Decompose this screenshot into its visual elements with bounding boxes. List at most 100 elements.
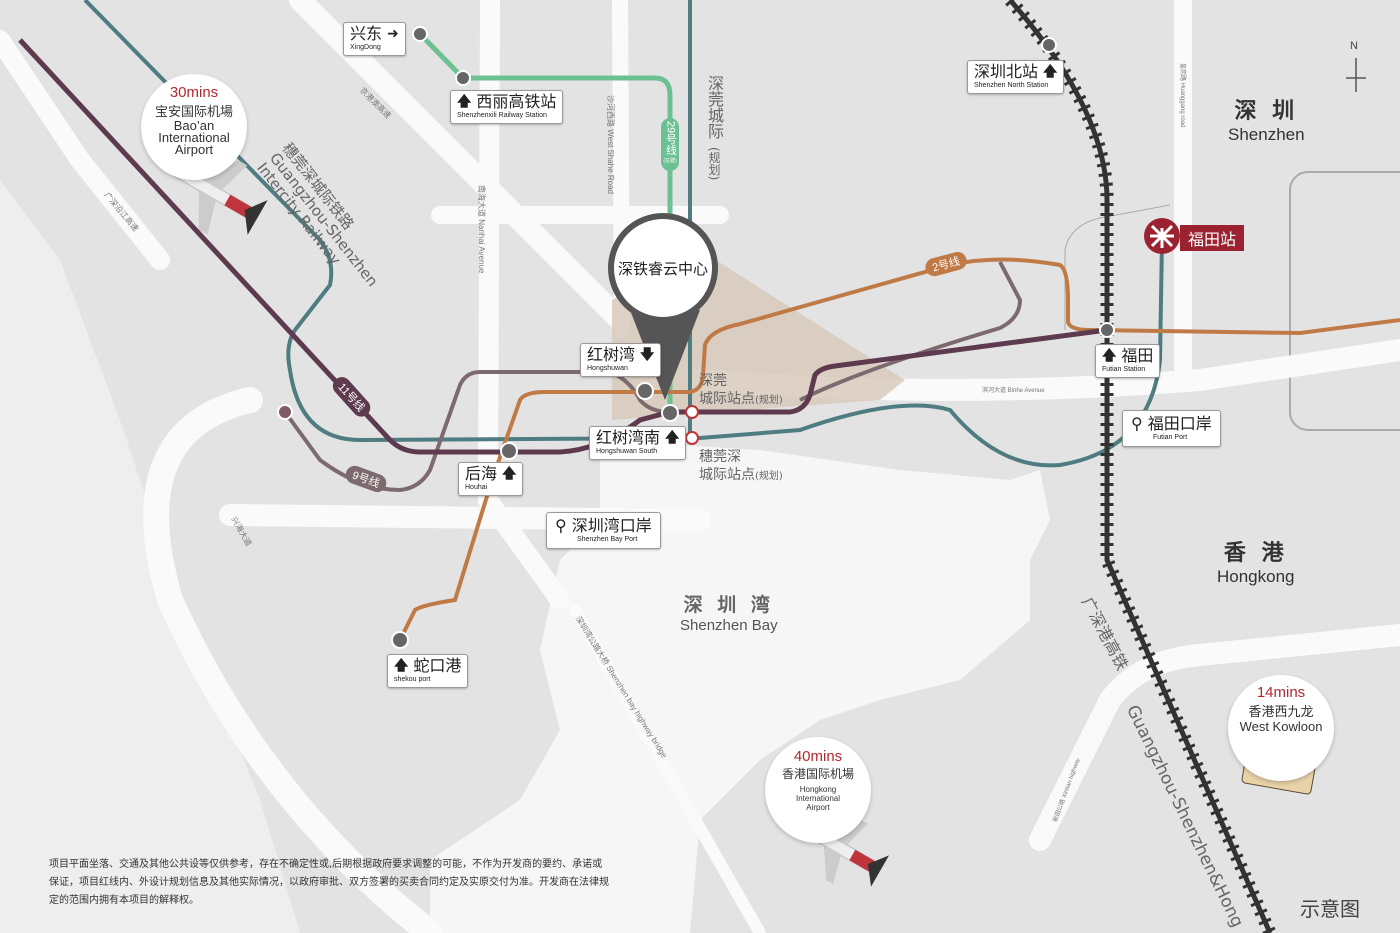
arrow-up-icon: 🡅 xyxy=(1102,348,1117,364)
project-name: 深铁睿云中心 xyxy=(617,260,708,278)
schematic-label: 示意图 xyxy=(1300,897,1360,921)
dest-en2: International xyxy=(158,130,230,145)
station-dots xyxy=(277,26,1115,649)
location-pin-icon: ⚲ xyxy=(1131,414,1143,433)
dest-en1: Bao’an xyxy=(173,118,215,133)
shenzhen-bay-water xyxy=(430,440,1050,933)
station-cn: 红树湾南 xyxy=(596,428,661,447)
dest-en3: Airport xyxy=(174,142,214,157)
planned-line2: 城际站点 xyxy=(699,391,755,407)
dest-en3: Airport xyxy=(806,803,830,812)
destination-west-kowloon: 14mins 香港西九龙 West Kowloon xyxy=(1228,675,1334,781)
line-2 xyxy=(398,257,1400,641)
road-nanhai: 南海大道 Nanhai Avenue xyxy=(477,185,486,274)
planned-note: (规划) xyxy=(755,471,783,482)
station-en: shekou port xyxy=(394,676,431,683)
hk-boundary xyxy=(1289,171,1400,431)
planned-station-icons xyxy=(685,405,699,445)
line-11 xyxy=(18,38,1108,455)
area-bay-en: Shenzhen Bay xyxy=(680,617,778,634)
arrow-up-icon: 🡅 xyxy=(394,658,409,674)
station-cn: 红树湾 xyxy=(587,345,636,364)
station-en: Houhai xyxy=(465,484,488,491)
futian-hub-outline xyxy=(1064,204,1171,330)
intercity-line-left xyxy=(83,0,691,443)
compass-label: N xyxy=(1350,40,1358,52)
planned-note: (规划) xyxy=(755,395,783,406)
location-pin xyxy=(608,213,718,323)
arrow-up-icon: 🡅 xyxy=(457,94,472,110)
station-hongshuwan[interactable]: 红树湾🡇 Hongshuwan xyxy=(580,343,662,377)
station-xili[interactable]: 🡅西丽高铁站 Shenzhenxili Railway Station xyxy=(450,90,564,124)
station-cn: 西丽高铁站 xyxy=(476,92,557,111)
station-futian-port[interactable]: ⚲福田口岸 Futian Port xyxy=(1122,410,1221,447)
hsr-railway-ties xyxy=(1005,0,1276,933)
station-futian[interactable]: 🡅福田 Futian Station xyxy=(1095,344,1161,378)
location-pin-icon: ⚲ xyxy=(555,516,567,535)
area-hongkong: 香 港 Hongkong xyxy=(1217,535,1295,587)
disclaimer: 项目平面坐落、交通及其他公共设等仅供参考，存在不确定性或,后期根据政府要求调整的… xyxy=(49,859,609,906)
station-cn: 蛇口港 xyxy=(413,656,462,675)
station-cn: 福田口岸 xyxy=(1147,414,1212,433)
station-en: Shenzhenxili Railway Station xyxy=(457,112,547,119)
area-bay: 深 圳 湾 Shenzhen Bay xyxy=(680,590,778,634)
dest-cn: 香港国际机場 xyxy=(781,767,854,781)
station-xingdong[interactable]: 兴东➜ XingDong xyxy=(343,22,406,56)
travel-time: 40mins xyxy=(793,748,843,765)
line-29-note: (在建) xyxy=(663,158,677,165)
planned-line1: 穗莞深 xyxy=(699,449,741,465)
road-binhe: 滨河大道 Binhe Avenue xyxy=(982,388,1045,394)
intercity-label-text: 深莞城际 xyxy=(705,75,724,139)
station-en: Futian Port xyxy=(1153,434,1188,441)
area-bay-cn: 深 圳 湾 xyxy=(683,594,774,616)
arrow-up-icon: 🡅 xyxy=(1043,64,1058,80)
station-hongshuwan-south[interactable]: 红树湾南🡅 Hongshuwan South xyxy=(589,426,687,460)
station-en: Hongshuwan xyxy=(587,365,628,372)
area-shenzhen: 深 圳 Shenzhen xyxy=(1228,93,1305,145)
station-cn: 后海 xyxy=(465,464,498,483)
dest-en1: Hongkong xyxy=(799,785,837,794)
arrow-up-icon: 🡅 xyxy=(502,466,517,482)
travel-time: 14mins xyxy=(1256,684,1306,701)
station-futian-mtr[interactable]: 福田站 xyxy=(1180,225,1245,251)
road-shahe: 沙河西路 West Shahe Road xyxy=(606,95,615,195)
intercity-label: 深莞城际 (规划) xyxy=(702,75,726,180)
dest-cn: 宝安国际机場 xyxy=(154,105,233,120)
planned-station-gs: 穗莞深 城际站点(规划) xyxy=(699,448,783,486)
planned-line2: 城际站点 xyxy=(699,467,755,483)
station-houhai[interactable]: 后海🡅 Houhai xyxy=(458,462,524,496)
travel-time: 30mins xyxy=(169,84,219,101)
arrow-down-icon: 🡇 xyxy=(640,347,655,363)
area-hongkong-cn: 香 港 xyxy=(1223,541,1288,566)
road-huanggang: 皇岗路 Huanggang road xyxy=(1179,63,1185,128)
station-shekou[interactable]: 🡅蛇口港 shekou port xyxy=(387,654,469,688)
station-shenzhen-bay-port[interactable]: ⚲深圳湾口岸 Shenzhen Bay Port xyxy=(546,512,661,549)
station-en: Shenzhen North Station xyxy=(974,82,1049,89)
planned-line1: 深莞 xyxy=(699,373,727,389)
dest-cn: 香港西九龙 xyxy=(1248,705,1314,720)
station-cn: 深圳湾口岸 xyxy=(571,516,652,535)
area-shenzhen-en: Shenzhen xyxy=(1228,125,1305,144)
planned-station-sg: 深莞 城际站点(规划) xyxy=(699,372,783,410)
line-29-label: 29号线 xyxy=(664,121,677,156)
location-pin-tail xyxy=(630,310,700,400)
station-cn: 深圳北站 xyxy=(974,62,1039,81)
area-hongkong-en: Hongkong xyxy=(1217,567,1295,586)
station-cn: 福田 xyxy=(1121,346,1154,365)
dest-en: West Kowloon xyxy=(1239,719,1323,734)
dest-en2: International xyxy=(795,794,841,803)
station-shenzhen-north[interactable]: 深圳北站🡅 Shenzhen North Station xyxy=(967,60,1065,94)
station-cn: 兴东 xyxy=(350,24,383,43)
arrow-right-icon: ➜ xyxy=(387,26,399,42)
line-29 xyxy=(418,32,673,412)
arrow-up-icon: 🡅 xyxy=(665,430,680,446)
compass-icon xyxy=(1346,58,1366,92)
station-en: Shenzhen Bay Port xyxy=(577,536,638,543)
station-en: Futian Station xyxy=(1102,366,1146,373)
destination-hk-airport: 40mins 香港国际机場 Hongkong International Air… xyxy=(765,737,871,843)
station-en: XingDong xyxy=(350,44,381,51)
station-en: Hongshuwan South xyxy=(596,448,658,455)
area-shenzhen-cn: 深 圳 xyxy=(1234,99,1299,124)
destination-baoan: 30mins 宝安国际机場 Bao’an International Airpo… xyxy=(141,74,247,180)
intercity-note: (规划) xyxy=(707,147,721,181)
